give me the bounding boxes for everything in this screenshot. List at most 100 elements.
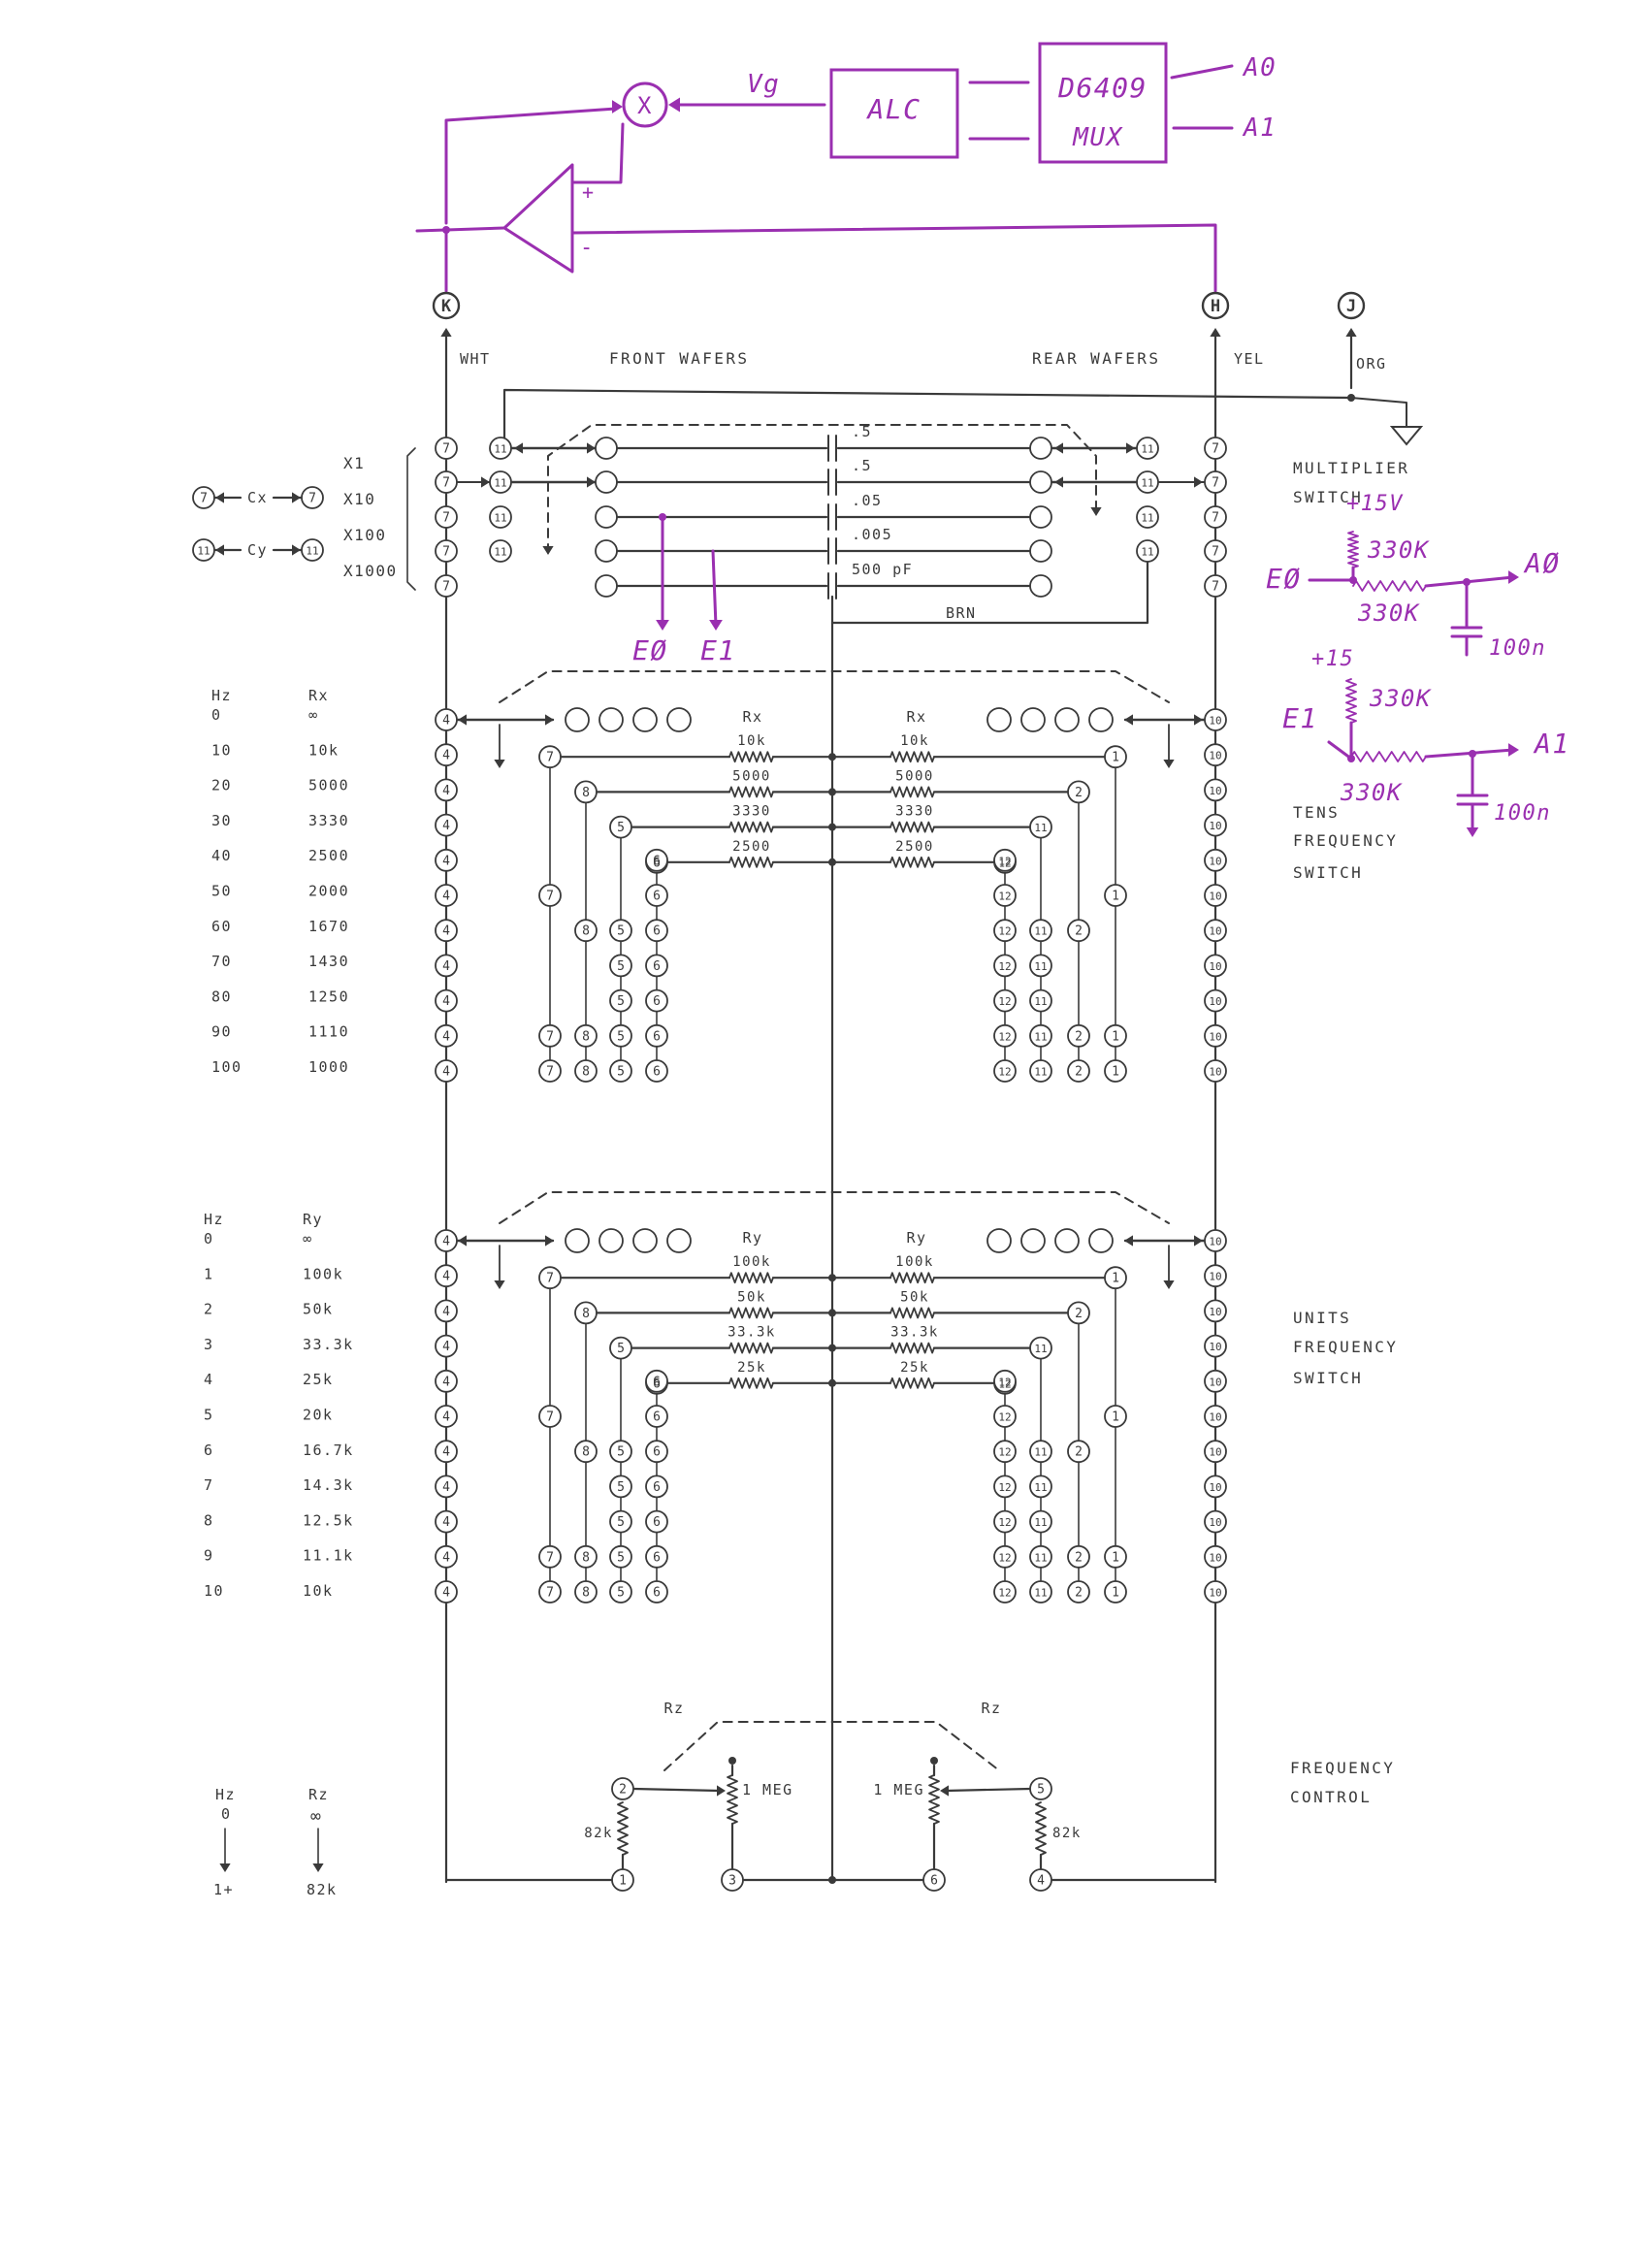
supply-label: +15V — [1346, 492, 1404, 516]
terminal-circle — [432, 291, 461, 320]
contact-number: 8 — [582, 1307, 590, 1321]
resistor — [728, 1307, 774, 1319]
contact-circle — [721, 1868, 744, 1892]
contact-circle — [1104, 1059, 1127, 1083]
arrowhead — [709, 620, 723, 631]
a1-label: A1 — [1242, 113, 1277, 143]
table-r-value: 12.5k — [303, 1511, 354, 1529]
contact-circle — [1204, 884, 1227, 907]
contact-number: 6 — [930, 1874, 938, 1889]
contact-circle — [1029, 574, 1052, 598]
contact-circle — [1029, 1440, 1052, 1464]
e1-label: E1 — [700, 634, 736, 666]
contact-circle — [1067, 1580, 1090, 1604]
contact-circle — [632, 1228, 658, 1253]
contact-circle — [1204, 1405, 1227, 1428]
control-table-header: Hz — [215, 1786, 236, 1803]
arrowhead — [1163, 760, 1175, 768]
table-hz-value: 8 — [204, 1511, 214, 1529]
wire — [499, 1191, 1170, 1224]
wire-white-label: WHT — [460, 350, 491, 368]
resistor — [889, 1342, 935, 1354]
contact-number: 6 — [653, 890, 661, 904]
arrowhead — [1210, 328, 1221, 337]
table-hz-value: 6 — [204, 1442, 214, 1459]
contact-circle — [609, 1440, 632, 1464]
arrowhead — [458, 1235, 467, 1247]
resistor-group-label: Ry — [742, 1229, 762, 1247]
table-hz-value: 3 — [204, 1336, 214, 1353]
junction-dot — [828, 823, 836, 831]
contact-number: 6 — [653, 924, 661, 939]
contact-number: 10 — [1209, 1446, 1221, 1459]
contact-number: 11 — [1034, 960, 1047, 973]
table-r-value: 100k — [303, 1265, 343, 1282]
contact-circle — [666, 1228, 692, 1253]
contact-circle — [1029, 1509, 1052, 1534]
contact-number: 6 — [653, 856, 661, 870]
wire — [830, 561, 1149, 625]
resistor-value: 2500 — [895, 839, 934, 855]
contact-number: 11 — [306, 545, 318, 558]
resistor — [617, 1801, 629, 1856]
control-table-header: Rz — [308, 1786, 329, 1803]
arrowhead — [215, 492, 224, 503]
contact-circle — [598, 1228, 624, 1253]
contact-circle — [611, 1868, 634, 1892]
arrowhead — [219, 1863, 231, 1872]
contact-circle — [1204, 743, 1227, 767]
table-hz-value: 1 — [204, 1265, 214, 1282]
tens-title: FREQUENCY — [1293, 831, 1398, 850]
contact-circle — [645, 988, 668, 1013]
contact-number: 8 — [582, 786, 590, 800]
supply-label: +15 — [1311, 647, 1354, 671]
junction-dot — [828, 1378, 836, 1387]
arrowhead — [717, 1785, 726, 1797]
table-hz-value: 80 — [211, 988, 232, 1005]
contact-circle — [645, 1580, 668, 1604]
contact-circle — [435, 539, 458, 563]
contact-number: 10 — [1209, 1587, 1221, 1600]
pullup-resistor — [1347, 531, 1359, 568]
wire — [1350, 397, 1407, 428]
contact-number: 1 — [1112, 1550, 1119, 1565]
contact-number: 11 — [494, 546, 506, 559]
resistor — [889, 1272, 935, 1284]
contact-number: 11 — [1034, 1066, 1047, 1079]
contact-circle — [574, 919, 598, 943]
capacitor-value: .5 — [852, 457, 872, 474]
contact-circle — [574, 1544, 598, 1569]
contact-number: 11 — [1034, 1030, 1047, 1043]
contact-number: 6 — [653, 1515, 661, 1530]
contact-number: 11 — [1141, 477, 1153, 490]
contact-number: 11 — [1034, 1343, 1047, 1355]
units-title: FREQUENCY — [1293, 1338, 1398, 1356]
contact-number: 11 — [1034, 1551, 1047, 1564]
contact-number: 1 — [1112, 1586, 1119, 1601]
contact-circle — [645, 1059, 668, 1083]
contact-number: 10 — [1209, 1341, 1221, 1353]
contact-circle — [645, 954, 668, 978]
arrowhead — [587, 442, 596, 454]
junction-dot — [828, 1344, 836, 1352]
contact-circle — [609, 954, 632, 978]
contact-circle — [574, 1059, 598, 1083]
contact-circle — [1204, 574, 1227, 598]
contact-circle — [993, 1474, 1017, 1499]
multiplier-range: X1000 — [343, 562, 398, 580]
capacitor-value: 500 pF — [852, 561, 913, 578]
resistor — [889, 821, 935, 833]
contact-circle — [1204, 470, 1227, 494]
contact-number: 7 — [442, 442, 450, 457]
arrowhead — [1054, 442, 1063, 454]
arrowhead — [1054, 476, 1063, 488]
arrowhead — [1163, 1280, 1175, 1289]
resistor — [1035, 1801, 1047, 1856]
contact-circle — [1204, 505, 1227, 529]
contact-circle — [595, 539, 618, 563]
contact-circle — [1204, 1264, 1227, 1288]
table-hz-value: 100 — [211, 1058, 242, 1076]
wire — [547, 424, 1097, 554]
contact-number: 7 — [1212, 545, 1219, 560]
contact-number: 7 — [546, 1586, 554, 1601]
